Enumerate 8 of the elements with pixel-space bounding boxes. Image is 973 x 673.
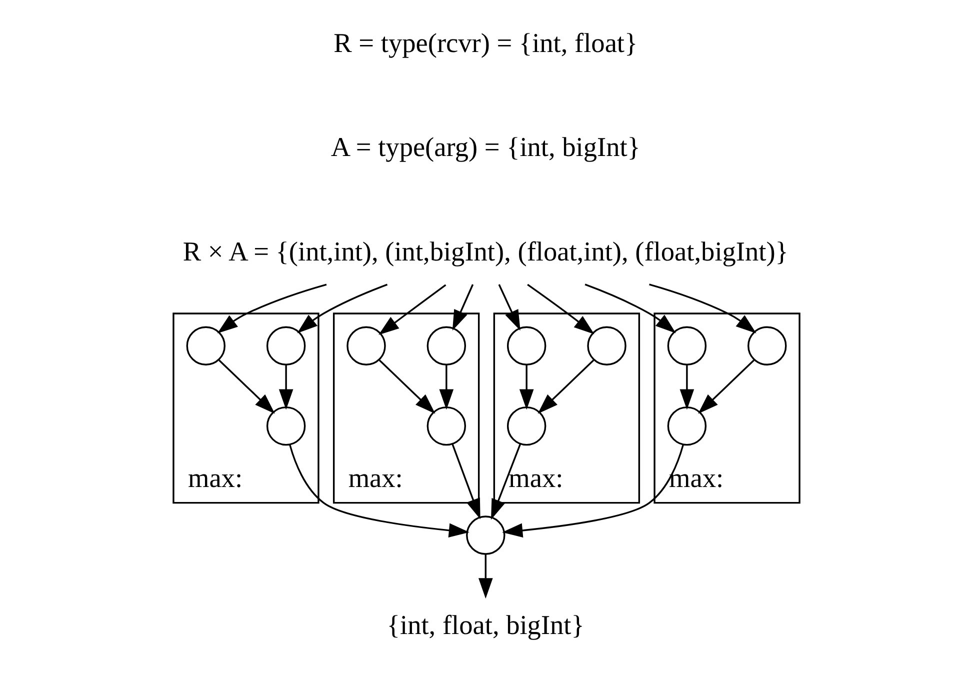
node-label: max: <box>508 463 564 494</box>
node-label: max: <box>348 463 403 494</box>
node-label: max: <box>188 463 243 494</box>
node-text: R × A = {(int,int), (int,bigInt), (float,int), (float,bigInt)} <box>182 236 788 266</box>
node-text: {int, float, bigInt} <box>386 610 584 640</box>
node-text: R = type(rcvr) = {int, float} <box>334 28 638 58</box>
node-text: A = type(arg) = {int, bigInt} <box>330 132 640 162</box>
node-label: max: <box>669 463 724 494</box>
